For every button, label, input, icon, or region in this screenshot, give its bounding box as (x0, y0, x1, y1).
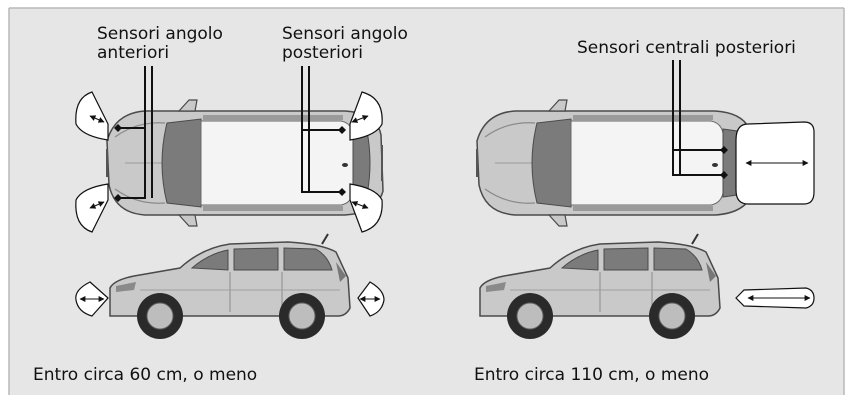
label-rear-center: Sensori centrali posteriori (577, 38, 796, 58)
label-rear-corner-line2: posteriori (282, 43, 363, 63)
caption-left: Entro circa 60 cm, o meno (33, 365, 258, 385)
leader-rear-center (672, 60, 724, 176)
car-top-view-left (106, 99, 384, 227)
car-top-view-right (476, 99, 754, 227)
label-front-corner-line1: Sensori angolo (97, 24, 223, 44)
caption-right: Entro circa 110 cm, o meno (474, 365, 710, 385)
leader-front-corner (118, 66, 146, 199)
label-front-corner-line2: anteriori (97, 43, 170, 63)
label-rear-corner-line1: Sensori angolo (282, 24, 408, 44)
